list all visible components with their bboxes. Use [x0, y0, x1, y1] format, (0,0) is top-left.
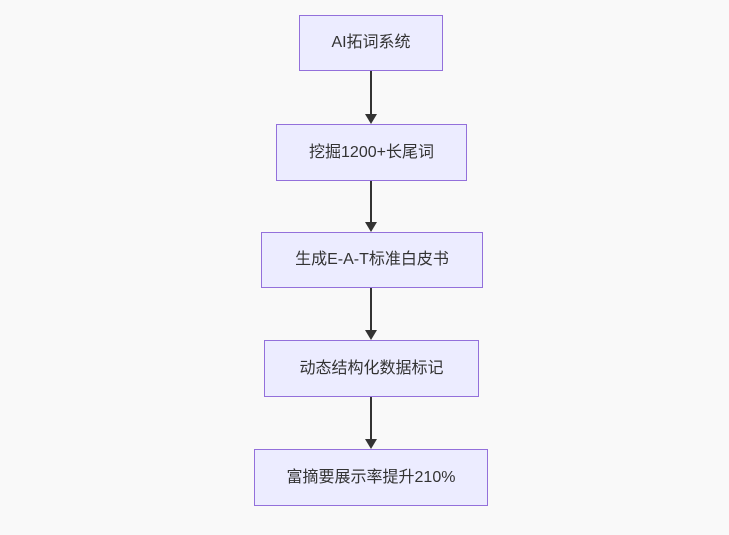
flow-node-label: AI拓词系统: [331, 34, 411, 52]
arrow-head-down-icon: [365, 439, 377, 449]
flow-node-rich-snippet-rate-increase: 富摘要展示率提升210%: [254, 449, 488, 506]
arrow-line: [370, 181, 372, 222]
flow-arrow-step3-step4: [365, 288, 377, 340]
flow-arrow-step4-step5: [365, 397, 377, 449]
flow-node-label: 富摘要展示率提升210%: [286, 468, 456, 486]
arrow-line: [370, 71, 372, 114]
flow-node-ai-word-expansion-system: AI拓词系统: [299, 15, 443, 71]
flow-arrow-step2-step3: [365, 181, 377, 232]
arrow-head-down-icon: [365, 114, 377, 124]
flow-node-mine-longtail-keywords: 挖掘1200+长尾词: [276, 124, 467, 181]
arrow-head-down-icon: [365, 222, 377, 232]
flow-node-label: 生成E-A-T标准白皮书: [295, 251, 449, 269]
arrow-line: [370, 288, 372, 330]
flow-node-dynamic-structured-data-markup: 动态结构化数据标记: [264, 340, 479, 397]
flow-node-label: 挖掘1200+长尾词: [309, 143, 434, 161]
arrow-line: [370, 397, 372, 439]
flow-arrow-step1-step2: [365, 71, 377, 124]
arrow-head-down-icon: [365, 330, 377, 340]
flow-node-generate-eat-whitepaper: 生成E-A-T标准白皮书: [261, 232, 483, 288]
flow-node-label: 动态结构化数据标记: [299, 359, 444, 377]
